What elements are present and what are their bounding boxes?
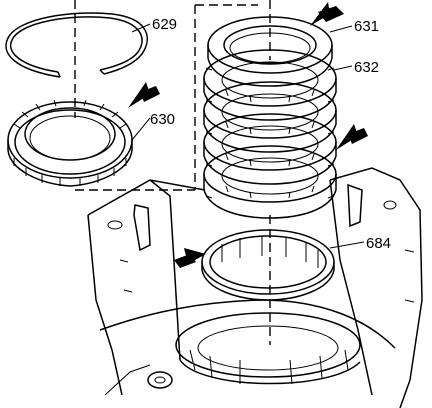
leader-line-684 [329, 241, 365, 249]
arrow-icon-top-plate [310, 2, 344, 26]
leader-line-630 [131, 117, 151, 141]
leader-line-632 [333, 65, 353, 71]
leader-line-629 [131, 23, 151, 33]
arrow-icon-backing-plate [128, 82, 160, 108]
snap-ring [5, 12, 148, 78]
arrow-icon-spring-assembly [174, 248, 206, 268]
callout-label-630: 630 [150, 111, 175, 128]
callout-label-684: 684 [366, 235, 391, 252]
arrow-icon-clutch-plates [336, 124, 368, 150]
backing-plate [7, 99, 133, 187]
leader-line-631 [329, 25, 353, 33]
callout-label-632: 632 [354, 59, 379, 76]
assembly-centerline [74, 0, 271, 345]
callout-label-631: 631 [354, 18, 379, 35]
callout-label-629: 629 [152, 16, 177, 33]
spring-assembly [201, 229, 335, 301]
